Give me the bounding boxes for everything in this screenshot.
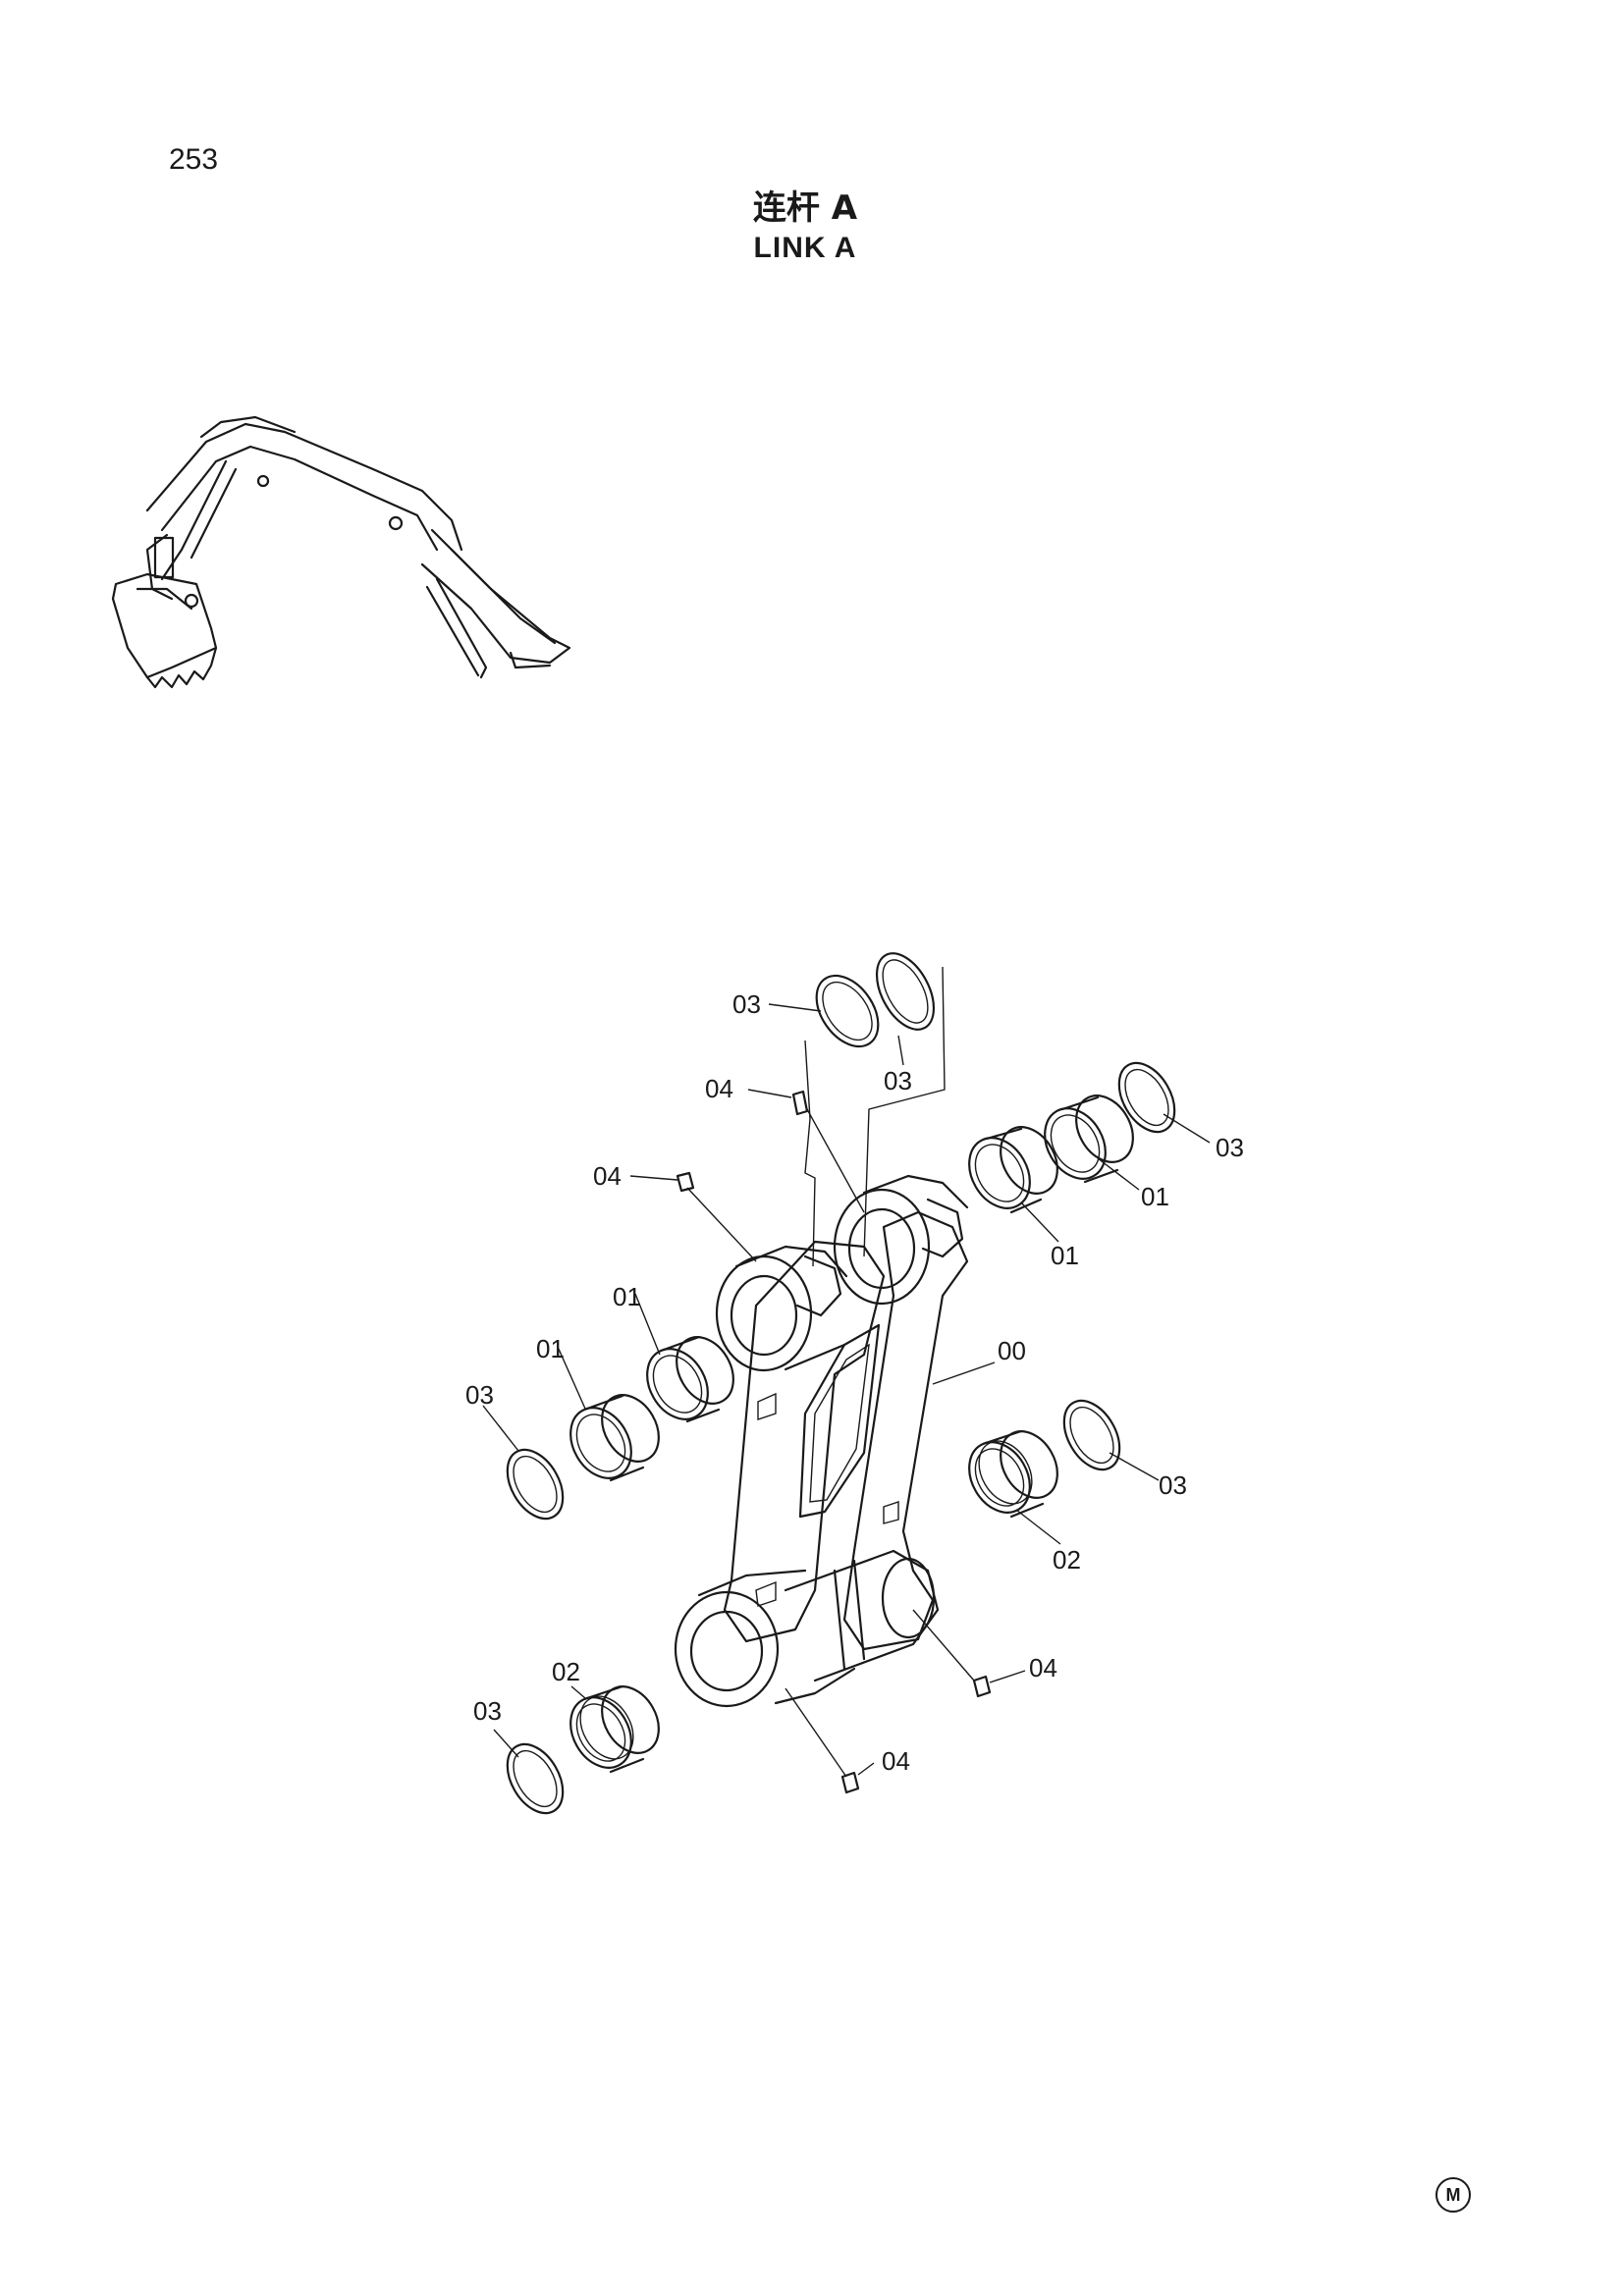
callout-04: 04 bbox=[593, 1161, 622, 1191]
bushing-01-right-upper-pair bbox=[968, 1061, 1176, 1214]
callout-04: 04 bbox=[705, 1074, 733, 1103]
callout-01: 01 bbox=[536, 1334, 565, 1363]
link-a-body bbox=[674, 1174, 969, 1708]
callout-03: 03 bbox=[465, 1380, 494, 1410]
callout-01: 01 bbox=[613, 1282, 641, 1311]
callout-04: 04 bbox=[1029, 1653, 1057, 1682]
callout-01: 01 bbox=[1051, 1241, 1079, 1270]
callout-03: 03 bbox=[732, 989, 761, 1019]
page-title-chinese: 连杆 A bbox=[752, 188, 858, 228]
excavator-locator-sketch bbox=[111, 415, 571, 689]
bushing-02-left-lower bbox=[506, 1684, 660, 1815]
bushing-02-right-lower bbox=[968, 1399, 1121, 1519]
callout-03: 03 bbox=[884, 1066, 912, 1095]
callout-leader-lines bbox=[482, 1003, 1211, 1778]
grease-fittings-04 bbox=[676, 1090, 992, 1794]
callout-04: 04 bbox=[882, 1746, 910, 1776]
callout-00: 00 bbox=[998, 1336, 1026, 1365]
manufacturer-mark-icon: M bbox=[1435, 2177, 1471, 2213]
callout-03: 03 bbox=[473, 1696, 502, 1726]
callout-03: 03 bbox=[1159, 1470, 1187, 1500]
callout-03: 03 bbox=[1216, 1133, 1244, 1162]
callout-02: 02 bbox=[1053, 1545, 1081, 1575]
page-number: 253 bbox=[169, 143, 219, 176]
seal-ring-03-upper-pair bbox=[804, 952, 946, 1267]
page-title-english: LINK A bbox=[753, 232, 857, 264]
callout-01: 01 bbox=[1141, 1182, 1169, 1211]
callout-labels: 03 03 04 04 03 01 01 01 01 03 00 03 02 0… bbox=[465, 989, 1244, 1776]
callout-02: 02 bbox=[552, 1657, 580, 1686]
bushing-01-left-upper-pair bbox=[506, 1335, 734, 1521]
